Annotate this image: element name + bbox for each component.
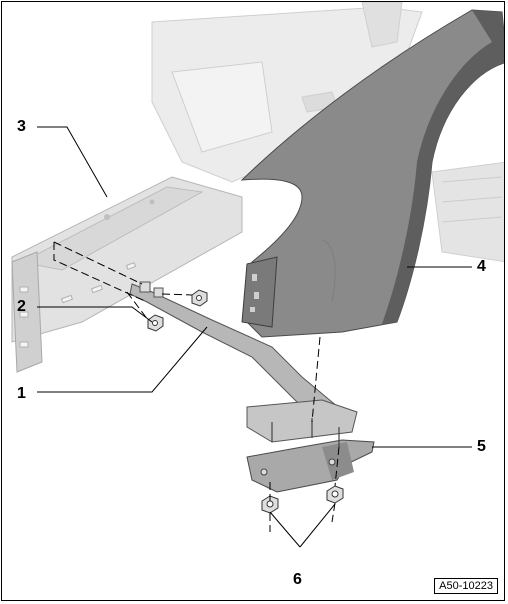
nut-part-2-upper: [191, 289, 208, 307]
callout-4: 4: [477, 258, 486, 275]
callout-1: 1: [17, 385, 26, 402]
callout-3: 3: [17, 118, 26, 135]
figure-reference-number: A50-10223: [434, 578, 498, 594]
fender-part-4: [240, 9, 504, 338]
callout-leaders: [37, 126, 472, 548]
callout-2: 2: [17, 298, 26, 315]
nut-part-2-lower: [147, 314, 164, 332]
vehicle-body-background: [151, 2, 504, 263]
callout-5: 5: [477, 438, 486, 455]
callout-6: 6: [293, 571, 302, 588]
nuts: [147, 289, 344, 514]
side-member-part-3: [11, 176, 243, 373]
assembly-lines: [53, 241, 340, 532]
nut-part-6-right: [326, 485, 344, 504]
mounting-bracket-part-5: [246, 399, 375, 493]
